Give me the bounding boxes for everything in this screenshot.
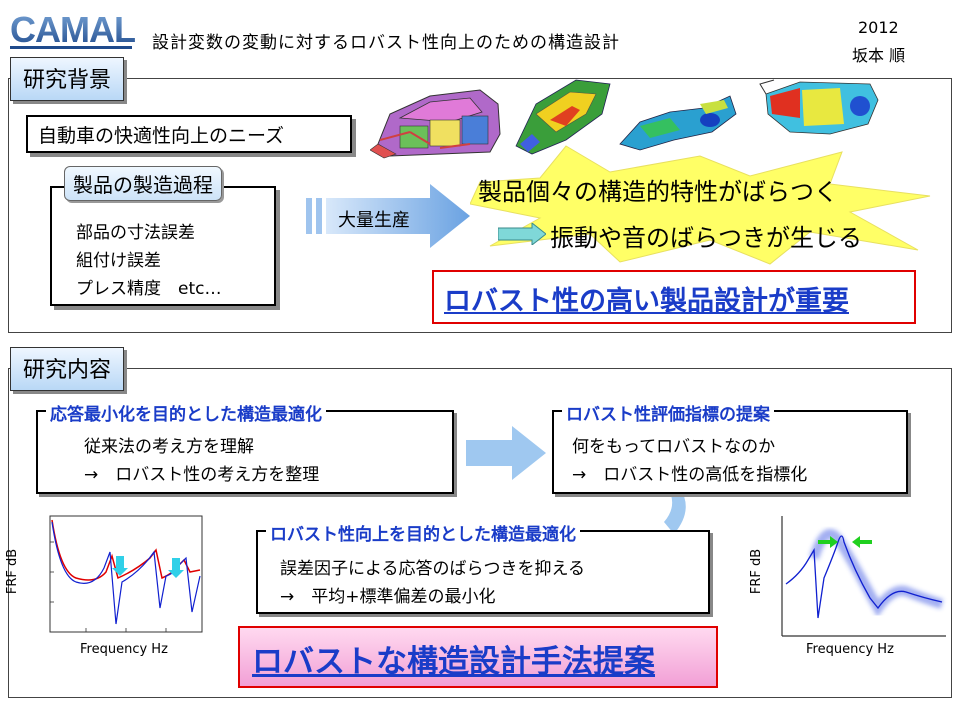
process-label: 製品の製造過程: [64, 166, 222, 201]
svg-text:CAMAL: CAMAL: [10, 9, 135, 50]
frf-plot-left: [49, 515, 203, 633]
robustness-index-box-line-2: → ロバスト性の高低を指標化: [572, 465, 808, 485]
background-section-label: 研究背景: [10, 57, 125, 101]
optimization-box-2-line-2: → 平均+標準偏差の最小化: [280, 587, 496, 607]
peak-arrow-right: [852, 536, 872, 548]
variation-line-2: 振動や音のばらつきが生じる: [550, 224, 862, 252]
page-title: 設計変数の変動に対するロバスト性向上のための構造設計: [152, 33, 620, 53]
peak-arrow-left: [818, 536, 838, 548]
process-box: [50, 186, 276, 306]
car-body-image: [370, 89, 501, 159]
mass-production-label: 大量生産: [338, 210, 410, 231]
variation-marker-1: [112, 556, 128, 576]
author-name: 坂本 順: [852, 46, 906, 65]
needs-box: [26, 115, 352, 153]
fem-model-image-3: [759, 79, 879, 135]
robustness-index-box-line-1: 何をもってロバストなのか: [572, 437, 776, 457]
final-result-text[interactable]: ロバストな構造設計手法提案: [252, 644, 655, 680]
frf-plot-right-xlabel: Frequency Hz: [806, 642, 894, 657]
mass-production-arrow: [306, 184, 470, 248]
needs-text: 自動車の快適性向上のニーズ: [38, 125, 285, 147]
process-item-2: 組付け誤差: [76, 251, 161, 271]
variation-line-1: 製品個々の構造的特性がばらつく: [478, 178, 838, 206]
variation-burst: [470, 145, 931, 265]
year-label: 2012: [858, 18, 899, 37]
final-result-box: [238, 626, 718, 688]
frf-curve-mean: [785, 535, 943, 619]
car-model-images: [370, 79, 879, 159]
conclusion-text[interactable]: ロバスト性の高い製品設計が重要: [444, 286, 849, 317]
small-arrow: [498, 223, 546, 245]
conclusion-box: [432, 270, 916, 324]
flow-arrow-right: [466, 426, 546, 480]
optimization-box-1-title: 応答最小化を目的とした構造最適化: [46, 400, 326, 425]
frf-plot-left-ylabel: FRF dB: [5, 548, 21, 595]
process-item-3: プレス精度 etc…: [76, 279, 222, 299]
variation-marker-2: [168, 558, 184, 578]
optimization-box-1-line-1: 従来法の考え方を理解: [84, 437, 254, 457]
flow-arrow-curve: [664, 488, 686, 534]
fem-model-image-1: [515, 79, 611, 155]
process-item-1: 部品の寸法誤差: [76, 223, 195, 243]
camal-logo: CAMAL: [10, 9, 136, 50]
optimization-box-2-line-1: 誤差因子による応答のばらつきを抑える: [280, 559, 585, 579]
robustness-index-box-title: ロバスト性評価指標の提案: [562, 400, 774, 425]
optimization-box-2-title: ロバスト性向上を目的とした構造最適化: [266, 520, 580, 545]
frf-plot-right-ylabel: FRF dB: [749, 548, 765, 595]
frf-plot-right: [781, 516, 946, 637]
fem-model-image-2: [619, 95, 737, 151]
content-section-label: 研究内容: [10, 347, 125, 391]
frf-plot-left-xlabel: Frequency Hz: [80, 642, 168, 657]
optimization-box-1-line-2: → ロバスト性の考え方を整理: [84, 465, 320, 485]
